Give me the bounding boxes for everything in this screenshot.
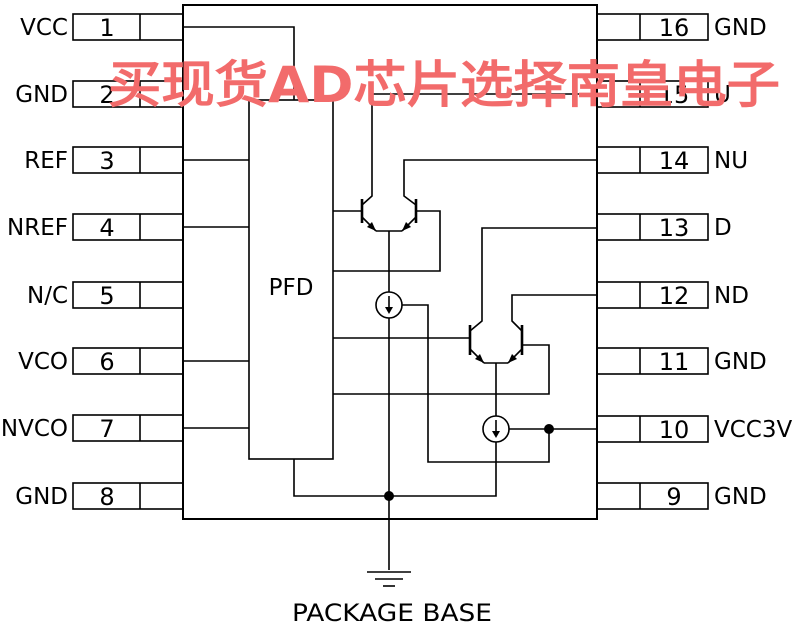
pin-6-box — [72, 347, 184, 375]
pin-16-number: 16 — [659, 14, 690, 42]
junction-dot-vcc3v — [544, 424, 554, 434]
package-base-label: PACKAGE BASE — [292, 599, 492, 627]
pin-8-label: GND — [15, 484, 68, 510]
pin-7-box — [72, 414, 184, 442]
pin-13-label: D — [714, 215, 732, 241]
pin-12-label: ND — [714, 283, 749, 309]
wire-u-output — [361, 93, 597, 206]
pin-10: 10 VCC3V — [596, 415, 792, 444]
pin-1-number: 1 — [99, 14, 114, 42]
pin-3-number: 3 — [99, 147, 114, 175]
pin-1-box — [72, 13, 184, 41]
pin-15-label: U — [714, 82, 731, 108]
current-source-down-circle — [482, 415, 510, 443]
pin-15-box — [596, 80, 709, 108]
npn-transistor-icon — [401, 199, 418, 232]
current-source-icon — [482, 415, 510, 443]
pin-4: 4 NREF — [7, 213, 184, 242]
pin-13: 13 D — [596, 213, 732, 242]
pin-11-box — [596, 347, 709, 375]
pin-11: 11 GND — [596, 347, 767, 376]
pin-10-label: VCC3V — [714, 417, 792, 443]
pin-16-label: GND — [714, 15, 767, 41]
wire-down-pair-right-base — [333, 344, 550, 395]
pin-2: 2 GND — [15, 80, 184, 109]
down-arrow-icon — [492, 431, 500, 438]
pin-10-box — [596, 415, 709, 443]
pin-11-label: GND — [714, 349, 767, 375]
pin-14-label: NU — [714, 148, 748, 174]
emitter-arrow-icon — [475, 354, 484, 363]
pin-12: 12 ND — [596, 281, 749, 310]
wire-up-pair-emitters — [376, 230, 402, 292]
pin-4-box — [72, 213, 184, 241]
emitter-arrow-icon — [508, 354, 517, 363]
pin-1: 1 VCC — [20, 13, 184, 42]
pin-12-box — [596, 281, 709, 309]
pin-5-label: N/C — [27, 283, 68, 309]
pin-4-label: NREF — [7, 215, 68, 241]
wire-nd-output — [511, 294, 597, 332]
pin-13-box — [596, 213, 709, 241]
pin-12-number: 12 — [659, 282, 690, 310]
pin-7: 7 NVCO — [1, 414, 184, 443]
pin-9-number: 9 — [666, 483, 681, 511]
pin-3: 3 REF — [24, 146, 184, 175]
pin-8-number: 8 — [99, 483, 114, 511]
wire-ground-return — [293, 442, 497, 497]
pin-10-number: 10 — [659, 416, 690, 444]
pin-15: 15 U — [596, 80, 731, 109]
pin-14-number: 14 — [659, 147, 690, 175]
junction-dot-ground — [384, 491, 394, 501]
pin-9-box — [596, 482, 709, 510]
internal-wiring — [183, 26, 597, 570]
pin-14-box — [596, 146, 709, 174]
pin-9-label: GND — [714, 484, 767, 510]
pin-1-label: VCC — [20, 15, 68, 41]
pin-9: 9 GND — [596, 482, 767, 511]
pin-6: 6 VCO — [18, 347, 184, 376]
ground-icon — [367, 571, 411, 587]
down-arrow-icon — [385, 307, 393, 314]
wire-down-pair-emitters — [484, 362, 508, 416]
wire-vcc — [183, 26, 295, 100]
pin-3-label: REF — [24, 148, 68, 174]
wire-nu-output — [403, 159, 597, 206]
pin-3-box — [72, 146, 184, 174]
pin-7-number: 7 — [99, 415, 114, 443]
wire-current-source-bias — [402, 304, 550, 463]
emitter-arrow-icon — [367, 222, 376, 231]
pin-15-number: 15 — [659, 81, 690, 109]
pfd-block: PFD — [248, 99, 334, 460]
pin-6-number: 6 — [99, 348, 114, 376]
emitter-arrow-icon — [402, 222, 411, 231]
npn-transistor-icon — [468, 325, 485, 364]
pin-16-box — [596, 13, 709, 41]
wire-up-pair-right-base — [333, 210, 441, 272]
pfd-label: PFD — [269, 275, 314, 301]
wire-d-output — [469, 227, 597, 332]
pin-7-label: NVCO — [1, 416, 68, 442]
npn-transistor-icon — [360, 199, 377, 232]
chip-body — [182, 4, 598, 520]
pin-2-number: 2 — [99, 81, 114, 109]
pin-16: 16 GND — [596, 13, 767, 42]
watermark-text: 买现货AD芯片选择南皇电子 — [108, 56, 780, 114]
npn-transistor-icon — [507, 325, 524, 364]
pin-11-number: 11 — [659, 348, 690, 376]
pin-2-label: GND — [15, 82, 68, 108]
pin-4-number: 4 — [99, 214, 114, 242]
pin-6-label: VCO — [18, 349, 68, 375]
current-source-up-circle — [375, 291, 403, 319]
pin-5: 5 N/C — [27, 281, 184, 310]
pfd-block-outline — [248, 99, 334, 460]
pin-13-number: 13 — [659, 214, 690, 242]
pin-5-number: 5 — [99, 282, 114, 310]
current-source-icon — [375, 291, 403, 319]
pin-5-box — [72, 281, 184, 309]
pin-8-box — [72, 482, 184, 510]
pin-14: 14 NU — [596, 146, 748, 175]
pin-8: 8 GND — [15, 482, 184, 511]
